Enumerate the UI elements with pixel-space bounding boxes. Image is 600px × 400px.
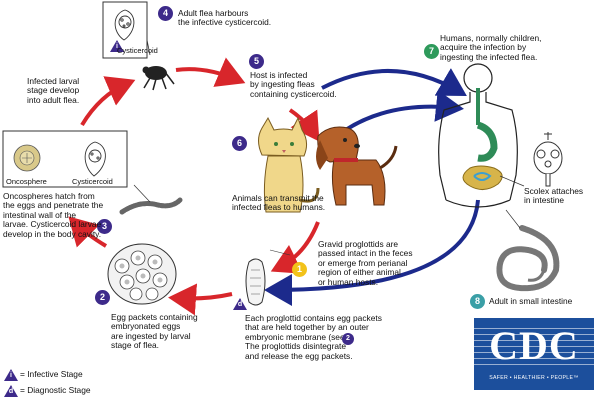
arrow-flea-to-host [175, 57, 246, 87]
arrow-larva-to-flea [80, 76, 136, 127]
step-2-badge: 2 [95, 290, 110, 305]
legend-infective-row: i= Infective Stage [4, 369, 83, 381]
legend-diagnostic-row: d= Diagnostic Stage [4, 385, 91, 397]
step-3-badge: 3 [97, 219, 112, 234]
cdc-tagline: SAFER • HEALTHIER • PEOPLE™ [489, 375, 579, 381]
flea-larva-drawing [119, 184, 183, 215]
step-4-text: Adult flea harbours the infective cystic… [178, 8, 272, 28]
step-6-text: Animals can transmit the infected fleas … [232, 193, 326, 213]
step-6-badge: 6 [232, 136, 247, 151]
step-7-badge: 7 [424, 44, 439, 59]
cysticercoid-box-label: Cysticercoid [72, 177, 113, 186]
cdc-logo: CDC SAFER • HEALTHIER • PEOPLE™ [474, 318, 594, 390]
step-3-text: Oncospheres hatch from the eggs and pene… [3, 191, 104, 239]
cdc-wordmark: CDC [489, 323, 579, 368]
infective-legend-icon: i [4, 369, 18, 381]
diagnostic-legend-icon: d [4, 385, 18, 397]
step-1-badge: 1 [292, 262, 307, 277]
human-digestive-tract-drawing [462, 88, 503, 190]
step-2-text: Egg packets containing embryonated eggs … [111, 312, 198, 351]
inline-step-2-badge: 2 [342, 333, 354, 345]
proglottid-drawing [245, 258, 266, 306]
diagnostic-stage-text: Each proglottid contains egg packets tha… [245, 313, 382, 361]
step-5-badge: 5 [249, 54, 264, 69]
dog-drawing [316, 126, 398, 206]
cysticercoid-top-box [102, 1, 148, 59]
step-1-text: Gravid proglottids are passed intact in … [318, 239, 413, 287]
scolex-drawing [533, 132, 563, 187]
arrow-animals-to-proglottid [270, 221, 320, 274]
step-8-badge: 8 [470, 294, 485, 309]
step-8-text: Adult in small intestine [489, 296, 573, 306]
legend-diagnostic-label: = Diagnostic Stage [20, 385, 91, 396]
oncosphere-drawing [13, 144, 41, 172]
cysticercoid-top-label: Cysticercoid [117, 46, 158, 55]
infected-larval-text: Infected larval stage develop into adult… [27, 76, 80, 105]
adult-tapeworm-drawing [496, 209, 560, 292]
egg-packet-drawing [107, 243, 177, 305]
arrow-human-to-proglottid [264, 199, 480, 306]
legend-infective-label: = Infective Stage [20, 369, 83, 380]
step-5-text: Host is infected by ingesting fleas cont… [250, 70, 337, 99]
step-4-badge: 4 [158, 6, 173, 21]
oncosphere-label: Oncosphere [6, 177, 47, 186]
arrow-host-to-human [321, 68, 467, 97]
scolex-text: Scolex attaches in intestine [524, 186, 584, 206]
arrow-proglottid-to-eggs [168, 283, 233, 316]
cat-drawing [258, 116, 320, 213]
cysticercoid-box-drawing [84, 141, 106, 177]
arrow-host-to-animals [288, 108, 320, 142]
flea-drawing [142, 66, 175, 91]
step-7-text: Humans, normally children, acquire the i… [440, 33, 542, 62]
cysticercoid-top-drawing [114, 9, 135, 41]
arrow-eggs-to-larva [68, 216, 108, 248]
